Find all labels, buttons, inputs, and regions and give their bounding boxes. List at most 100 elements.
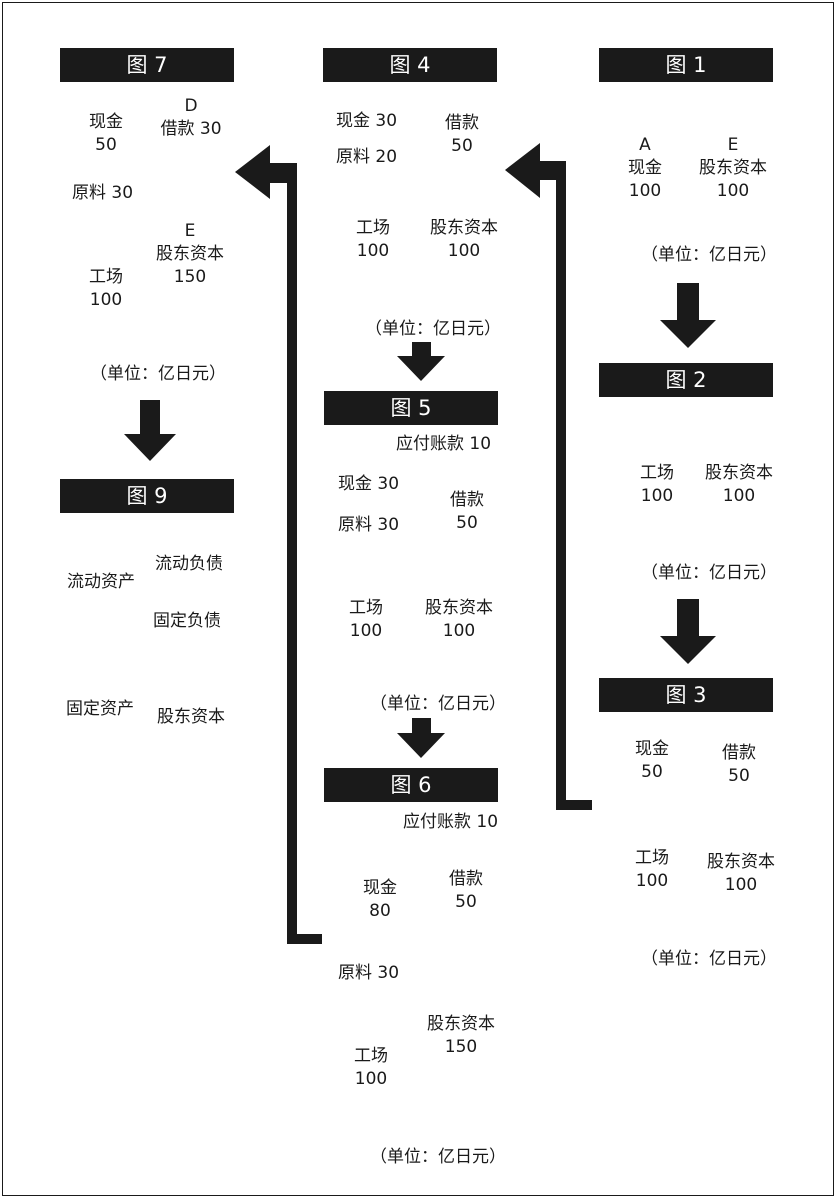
fig4-equity-label: 股东资本: [430, 218, 498, 238]
fig1-unit: （单位：亿日元）: [641, 245, 777, 265]
fig4-factory-value: 100: [356, 241, 390, 261]
fig9-fixed-liabilities: 固定负债: [153, 611, 221, 631]
fig3-loan-value: 50: [728, 766, 750, 786]
fig1-equity-tag: E: [727, 135, 739, 155]
fig6-loan-label: 借款: [449, 869, 483, 889]
fig3-factory-label: 工场: [635, 848, 669, 868]
fig1-cash-label: 现金: [628, 158, 662, 178]
arrow-fig2-to-fig3: [660, 599, 716, 664]
fig6-factory-value: 100: [354, 1069, 388, 1089]
fig7-title: 图 7: [60, 48, 234, 82]
fig5-payable: 应付账款 10: [396, 434, 492, 454]
fig7-factory-label: 工场: [89, 267, 123, 287]
fig6-factory-label: 工场: [354, 1046, 388, 1066]
fig4-loan-label: 借款: [445, 113, 479, 133]
fig6-loan-value: 50: [455, 892, 477, 912]
fig2-factory-label: 工场: [640, 463, 674, 483]
fig5-loan-block: 借款 50: [450, 489, 484, 535]
fig9-equity: 股东资本: [157, 707, 225, 727]
fig7-factory-value: 100: [89, 290, 123, 310]
fig3-unit: （单位：亿日元）: [641, 949, 777, 969]
fig5-loan-label: 借款: [450, 490, 484, 510]
fig6-equity-value: 150: [444, 1037, 478, 1057]
fig2-equity-value: 100: [722, 486, 756, 506]
fig7-material: 原料 30: [72, 183, 134, 203]
fig5-factory-block: 工场 100: [349, 597, 383, 643]
arrow-fig1-to-fig2: [660, 283, 716, 348]
fig7-unit: （单位：亿日元）: [90, 364, 226, 384]
fig5-unit: （单位：亿日元）: [370, 694, 506, 714]
fig4-equity-value: 100: [447, 241, 481, 261]
arrow-fig6-to-fig7: [235, 145, 322, 944]
fig3-cash-value: 50: [641, 762, 663, 782]
fig3-title: 图 3: [599, 678, 773, 712]
fig9-title: 图 9: [60, 479, 234, 513]
fig7-cash-value: 50: [95, 135, 117, 155]
fig1-cash-value: 100: [628, 181, 662, 201]
fig7-equity-value: 150: [173, 267, 207, 287]
fig2-unit: （单位：亿日元）: [641, 563, 777, 583]
fig5-factory-value: 100: [349, 621, 383, 641]
fig7-loan-label: 借款 30: [160, 119, 222, 139]
fig6-loan-block: 借款 50: [449, 868, 483, 914]
fig4-loan-value: 50: [451, 136, 473, 156]
fig7-factory-block: 工场 100: [89, 266, 123, 312]
fig6-equity-label: 股东资本: [427, 1014, 495, 1034]
fig4-title: 图 4: [323, 48, 497, 82]
fig6-cash-block: 现金 80: [363, 877, 397, 923]
fig5-equity-label: 股东资本: [425, 598, 493, 618]
fig9-current-liabilities: 流动负债: [155, 554, 223, 574]
fig3-equity-value: 100: [724, 875, 758, 895]
fig5-equity-value: 100: [442, 621, 476, 641]
fig5-loan-value: 50: [456, 513, 478, 533]
fig4-cash: 现金 30: [336, 111, 398, 131]
fig3-factory-block: 工场 100: [635, 847, 669, 893]
fig3-equity-label: 股东资本: [707, 852, 775, 872]
arrow-fig5-to-fig6: [397, 718, 445, 758]
fig9-fixed-assets: 固定资产: [66, 699, 134, 719]
fig5-factory-label: 工场: [349, 598, 383, 618]
fig6-equity-block: 股东资本 150: [427, 1013, 495, 1059]
fig3-factory-value: 100: [635, 871, 669, 891]
fig6-title: 图 6: [324, 768, 498, 802]
fig6-cash-value: 80: [369, 901, 391, 921]
fig7-equity-label: 股东资本: [156, 244, 224, 264]
fig6-factory-block: 工场 100: [354, 1045, 388, 1091]
fig3-loan-label: 借款: [722, 743, 756, 763]
fig5-cash: 现金 30: [338, 474, 400, 494]
fig1-title: 图 1: [599, 48, 773, 82]
fig6-material: 原料 30: [338, 963, 400, 983]
fig7-cash-block: 现金 50: [89, 111, 123, 157]
fig3-loan-block: 借款 50: [722, 742, 756, 788]
fig1-cash-tag: A: [639, 135, 651, 155]
arrow-fig3-to-fig4: [505, 143, 592, 810]
fig6-unit: （单位：亿日元）: [370, 1147, 506, 1167]
fig4-factory-label: 工场: [356, 218, 390, 238]
fig4-loan-block: 借款 50: [445, 112, 479, 158]
fig5-equity-block: 股东资本 100: [425, 597, 493, 643]
fig1-cash-block: A 现金 100: [628, 134, 662, 203]
fig4-factory-block: 工场 100: [356, 217, 390, 263]
fig9-current-assets: 流动资产: [67, 572, 135, 592]
fig1-equity-block: E 股东资本 100: [699, 134, 767, 203]
arrow-fig7-to-fig9: [124, 400, 176, 461]
fig2-equity-block: 股东资本 100: [705, 462, 773, 508]
fig2-equity-label: 股东资本: [705, 463, 773, 483]
fig7-equity-block: E 股东资本 150: [156, 220, 224, 289]
arrow-fig4-to-fig5: [397, 342, 445, 381]
fig6-payable: 应付账款 10: [403, 812, 499, 832]
fig3-equity-block: 股东资本 100: [707, 851, 775, 897]
fig4-material: 原料 20: [336, 147, 398, 167]
fig2-factory-value: 100: [640, 486, 674, 506]
fig7-cash-label: 现金: [89, 112, 123, 132]
fig5-title: 图 5: [324, 391, 498, 425]
fig1-equity-label: 股东资本: [699, 158, 767, 178]
fig7-loan-block: D 借款 30: [160, 95, 221, 141]
fig1-equity-value: 100: [716, 181, 750, 201]
fig5-material: 原料 30: [338, 515, 400, 535]
fig7-equity-tag: E: [184, 221, 196, 241]
fig2-title: 图 2: [599, 363, 773, 397]
fig3-cash-label: 现金: [635, 739, 669, 759]
